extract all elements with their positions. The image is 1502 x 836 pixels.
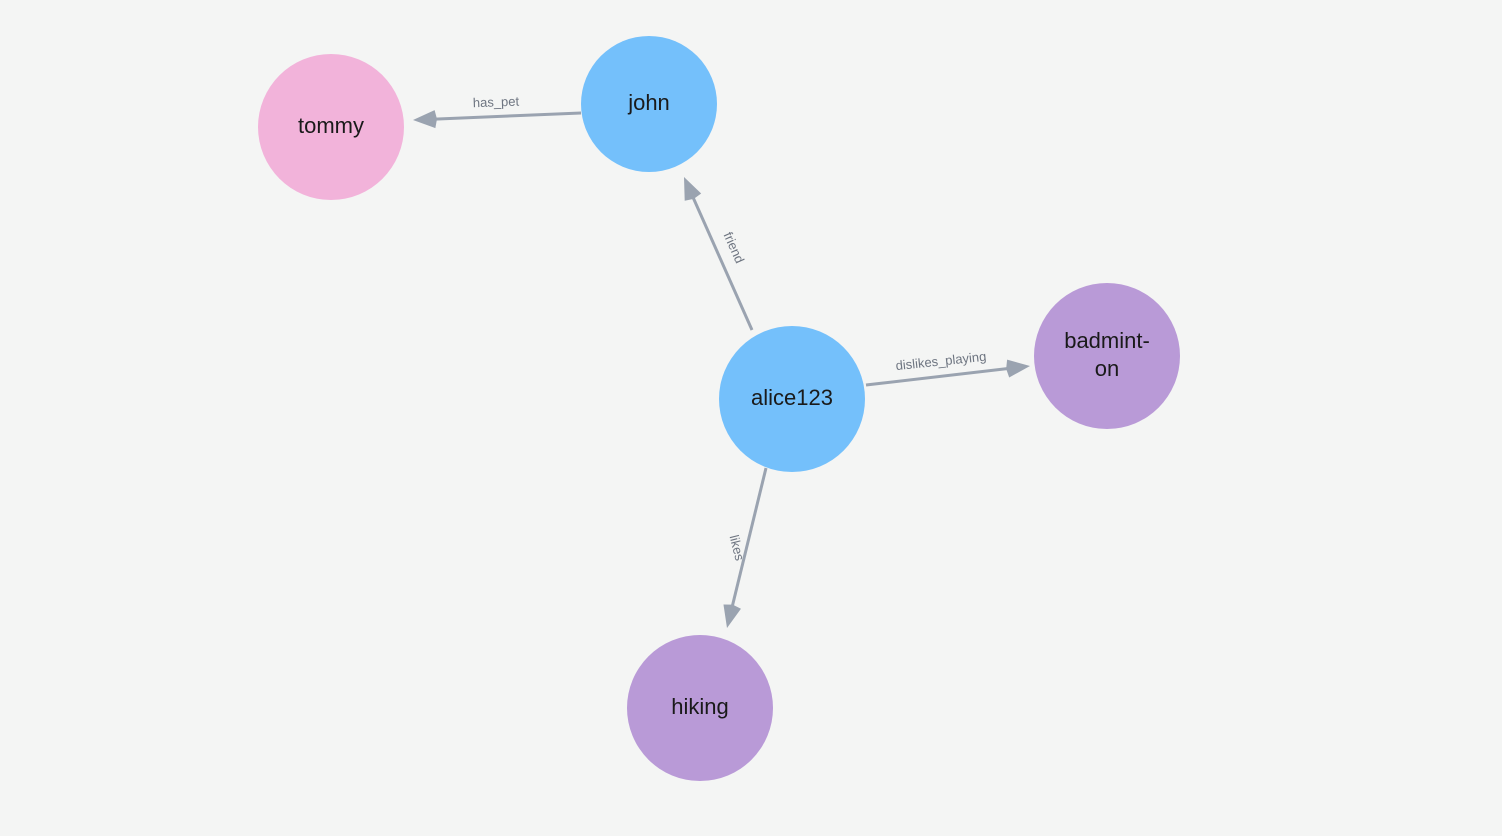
- graph-node[interactable]: hiking: [627, 635, 773, 781]
- graph-node[interactable]: badmint-on: [1034, 283, 1180, 429]
- edge-arrowhead-icon: [723, 604, 741, 628]
- graph-edge[interactable]: friend: [684, 177, 754, 331]
- graph-node[interactable]: john: [581, 36, 717, 172]
- edge-arrowhead-icon: [684, 177, 702, 201]
- edge-line: [691, 196, 754, 331]
- edge-line: [865, 367, 1009, 387]
- graph-node[interactable]: tommy: [258, 54, 404, 200]
- nodes-layer: tommy john alice123 badmint-on hiking: [258, 36, 1180, 781]
- graph-edge[interactable]: likes: [723, 467, 768, 628]
- node-circle[interactable]: [1034, 283, 1180, 429]
- edge-label: dislikes_playing: [895, 349, 987, 373]
- edge-arrowhead-icon: [1006, 359, 1030, 378]
- graph-edge[interactable]: has_pet: [413, 94, 582, 129]
- graph-edge[interactable]: dislikes_playing: [865, 349, 1030, 387]
- node-circle[interactable]: [719, 326, 865, 472]
- edge-label: friend: [721, 230, 748, 266]
- edge-label: has_pet: [473, 94, 520, 111]
- edge-line: [434, 111, 582, 121]
- edge-arrowhead-icon: [413, 110, 437, 129]
- node-circle[interactable]: [258, 54, 404, 200]
- node-circle[interactable]: [581, 36, 717, 172]
- graph-node[interactable]: alice123: [719, 326, 865, 472]
- edge-line: [730, 467, 768, 607]
- node-circle[interactable]: [627, 635, 773, 781]
